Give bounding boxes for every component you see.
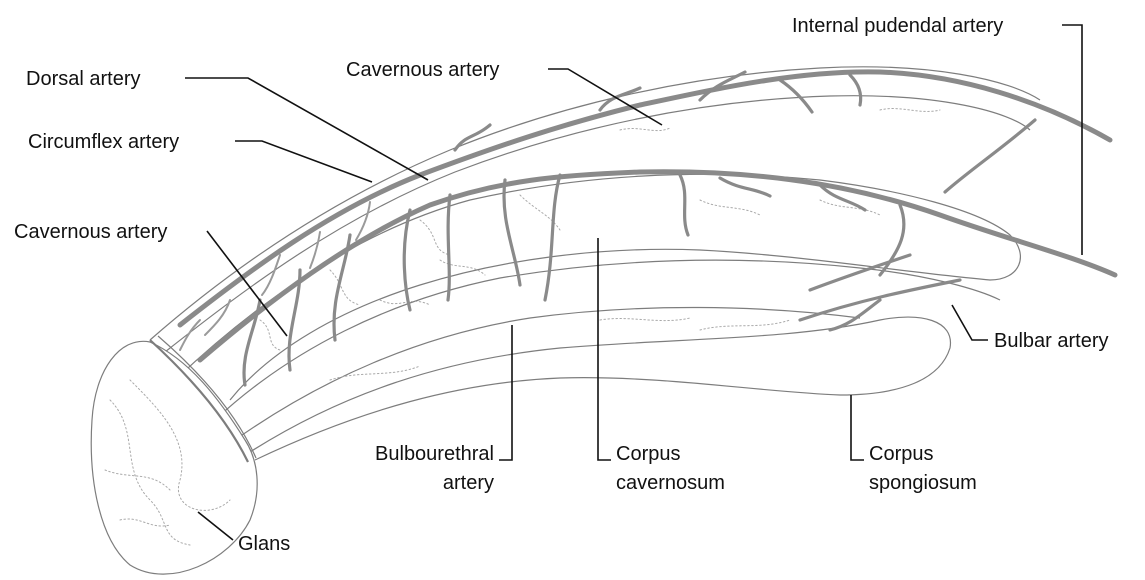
- label-internal-pudendal-artery: Internal pudendal artery: [792, 15, 1003, 37]
- leader-bulbourethral: [499, 325, 512, 460]
- leader-dorsal-artery: [185, 78, 428, 180]
- label-cavernous-artery-left: Cavernous artery: [14, 221, 167, 243]
- leader-bulbar: [952, 305, 988, 340]
- label-dorsal-artery: Dorsal artery: [26, 68, 140, 90]
- label-corpus-cavernosum-line2: cavernosum: [616, 472, 725, 494]
- leader-corpus-spongiosum: [851, 395, 864, 460]
- label-circumflex-artery: Circumflex artery: [28, 131, 179, 153]
- shaft-outline-lower: [235, 307, 860, 440]
- label-bulbourethral-line2: artery: [443, 472, 494, 494]
- dorsal-artery-vessel: [180, 72, 1110, 325]
- label-cavernous-artery-top: Cavernous artery: [346, 59, 499, 81]
- pudendal-branch: [945, 120, 1035, 192]
- leader-corpus-cavernosum: [598, 238, 611, 460]
- label-corpus-spongiosum-line2: spongiosum: [869, 472, 977, 494]
- label-corpus-cavernosum-line1: Corpus: [616, 443, 680, 465]
- leader-circumflex: [235, 141, 372, 182]
- corpus-spongiosum-outline: [250, 317, 950, 460]
- label-glans: Glans: [238, 533, 290, 555]
- leader-internal-pudendal: [1062, 25, 1082, 255]
- label-bulbar-artery: Bulbar artery: [994, 330, 1109, 352]
- cavernous-artery-vessel: [200, 172, 1115, 360]
- anatomy-outlines: [91, 67, 1040, 574]
- label-bulbourethral-line1: Bulbourethral: [375, 443, 494, 465]
- shaft-outline-mid: [215, 260, 1000, 420]
- label-corpus-spongiosum-line1: Corpus: [869, 443, 933, 465]
